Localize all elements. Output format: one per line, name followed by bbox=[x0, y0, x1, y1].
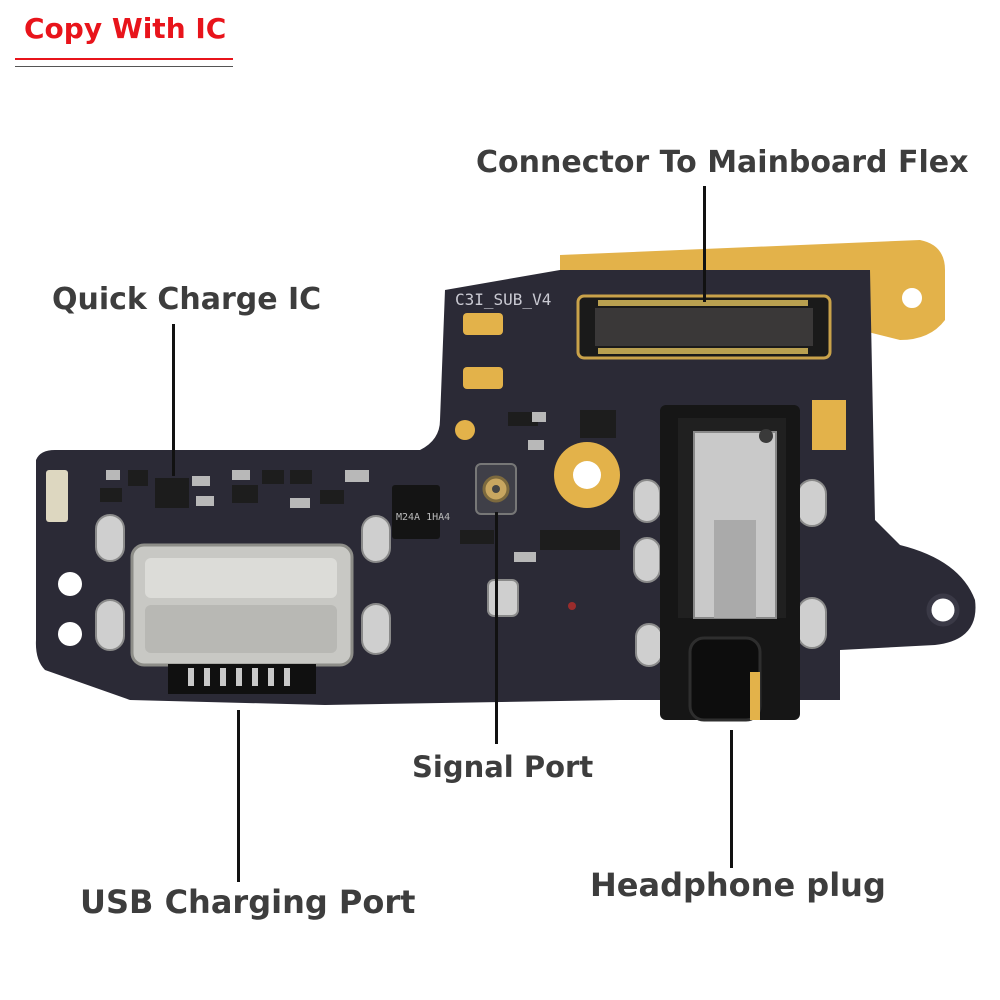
usb-charging-port-label: USB Charging Port bbox=[80, 883, 416, 921]
mount-hole bbox=[896, 282, 928, 314]
solder-pad bbox=[463, 313, 503, 335]
solder-pad bbox=[463, 367, 503, 389]
signal-leader-line bbox=[495, 512, 498, 744]
power-ic bbox=[392, 485, 440, 539]
badge-underline bbox=[15, 58, 233, 60]
copy-with-ic-badge: Copy With IC bbox=[24, 12, 227, 45]
mount-hole bbox=[58, 622, 82, 646]
connector-inner bbox=[595, 308, 813, 346]
headphone-plug-label: Headphone plug bbox=[590, 866, 886, 904]
solder-pad bbox=[812, 400, 846, 450]
mount-hole bbox=[58, 572, 82, 596]
test-point bbox=[455, 420, 475, 440]
badge-underline-thin bbox=[15, 66, 233, 67]
ic-marking: M24A 1HA4 bbox=[396, 512, 450, 523]
headphone-leader-line bbox=[730, 730, 733, 868]
quick-charge-label: Quick Charge IC bbox=[52, 282, 322, 317]
silkscreen-label: C3I_SUB_V4 bbox=[455, 290, 551, 309]
usb-leader-line bbox=[237, 710, 240, 882]
mount-hole bbox=[926, 593, 960, 627]
signal-port-label: Signal Port bbox=[412, 750, 594, 784]
quick-charge-leader-line bbox=[172, 324, 175, 476]
connector-label: Connector To Mainboard Flex bbox=[476, 145, 969, 180]
quick-charge-ic bbox=[155, 478, 189, 508]
solder-pad bbox=[46, 470, 68, 522]
connector-leader-line bbox=[703, 186, 706, 302]
